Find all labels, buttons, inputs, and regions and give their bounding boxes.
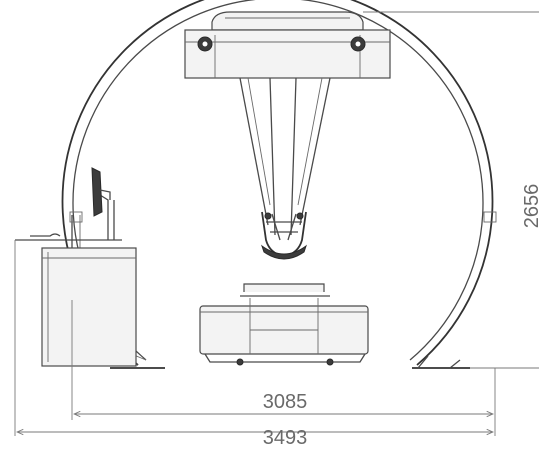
treadmill-foot-right: [326, 358, 334, 366]
treadmill-body-lines: [200, 298, 368, 354]
right-wheel-hub: [355, 41, 361, 47]
console-cabinet-detail: [42, 252, 136, 362]
left-wheel-hub: [202, 41, 208, 47]
treadmill: [199, 283, 369, 366]
monitor-icon: [91, 167, 103, 217]
dimension-lines: 3085 3493 2656: [14, 184, 539, 449]
cable-6: [297, 77, 323, 206]
harness-buckle-right: [296, 212, 304, 220]
cable-4: [299, 77, 331, 226]
cable-3: [290, 77, 297, 236]
harness-straps: [266, 213, 302, 241]
console-cabinet: [41, 247, 137, 367]
treadmill-top-rail: [243, 283, 325, 292]
control-console: [15, 167, 137, 367]
height-label: 2656: [521, 184, 539, 229]
frame-right-foot-detail: [417, 355, 461, 369]
treadmill-base: [204, 353, 366, 363]
monitor-arm: [99, 194, 115, 240]
suspension-harness: [239, 77, 331, 260]
frame-outer-arc: [61, 0, 494, 366]
top-carriage: [184, 11, 539, 79]
inner-width-label: 3085: [263, 391, 308, 413]
harness-seat: [261, 244, 307, 260]
cable-1: [239, 77, 269, 226]
console-desk: [15, 233, 122, 241]
harness-buckle-left: [264, 212, 272, 220]
top-rail: [211, 11, 364, 31]
monitor-mount: [99, 189, 111, 200]
cable-2: [269, 77, 276, 236]
outer-width-label: 3493: [263, 427, 308, 449]
frame-joint-left: [69, 211, 83, 223]
cable-5: [247, 77, 271, 206]
treadmill-foot-left: [236, 358, 244, 366]
frame-inner-arc: [72, 0, 484, 361]
frame-joint-right: [483, 211, 497, 223]
